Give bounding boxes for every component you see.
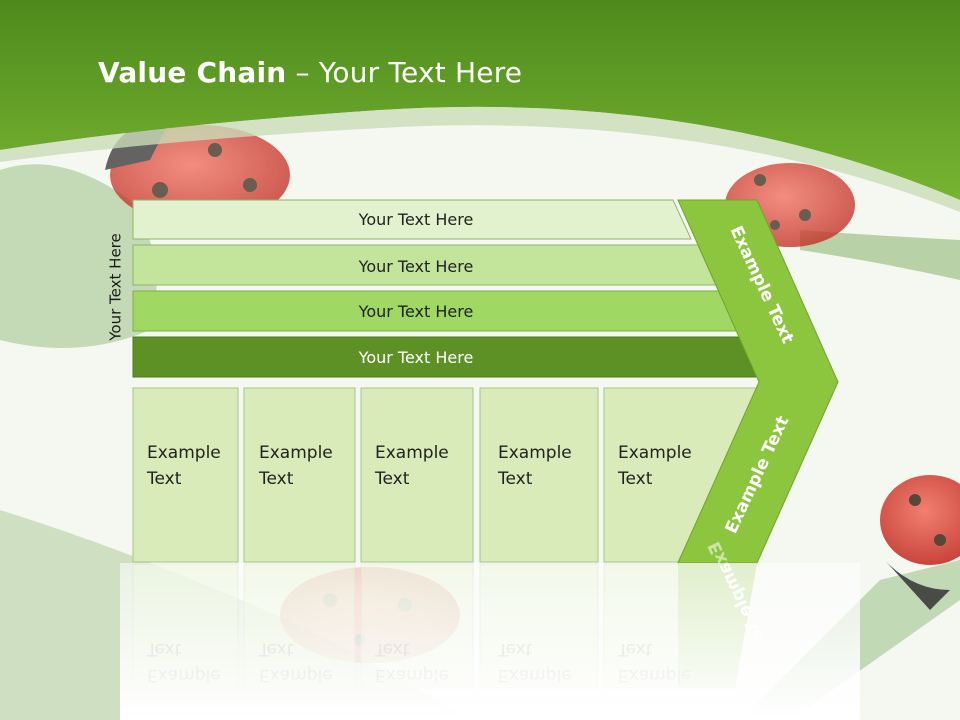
column-3: Example Text — [360, 387, 474, 563]
column-4-box — [479, 387, 599, 563]
column-2-line2: Text — [258, 469, 294, 489]
bar-3-label: Your Text Here — [358, 302, 474, 321]
column-3-box — [360, 387, 474, 563]
column-2: Example Text — [243, 387, 356, 563]
title-bold: Value Chain — [98, 56, 287, 89]
bar-3: Your Text Here — [132, 290, 740, 332]
column-4-line2: Text — [497, 469, 533, 489]
column-5-line1: Example — [618, 443, 692, 463]
column-2-box — [243, 387, 356, 563]
bar-1-label: Your Text Here — [358, 210, 474, 229]
page-title: Value Chain – Your Text Here — [98, 56, 522, 89]
column-1-line1: Example — [147, 443, 221, 463]
column-1: Example Text — [132, 387, 239, 563]
column-3-line1: Example — [375, 443, 449, 463]
bar-1: Your Text Here — [132, 199, 692, 240]
bar-2-label: Your Text Here — [358, 257, 474, 276]
ladybug-right — [880, 475, 960, 610]
column-1-line2: Text — [146, 469, 182, 489]
column-4-line1: Example — [498, 443, 572, 463]
column-3-line2: Text — [374, 469, 410, 489]
bar-4-label: Your Text Here — [358, 348, 474, 367]
reflection-fade — [120, 563, 860, 720]
title-rest: – Your Text Here — [286, 56, 523, 89]
column-2-line1: Example — [259, 443, 333, 463]
column-1-box — [132, 387, 239, 563]
column-5-line2: Text — [617, 469, 653, 489]
bar-1-shape — [132, 199, 692, 240]
bar-4: Your Text Here — [132, 336, 764, 378]
chevron-arrow: Example Text Example Text — [677, 199, 839, 564]
column-4: Example Text — [479, 387, 599, 563]
bar-2: Your Text Here — [132, 244, 717, 286]
